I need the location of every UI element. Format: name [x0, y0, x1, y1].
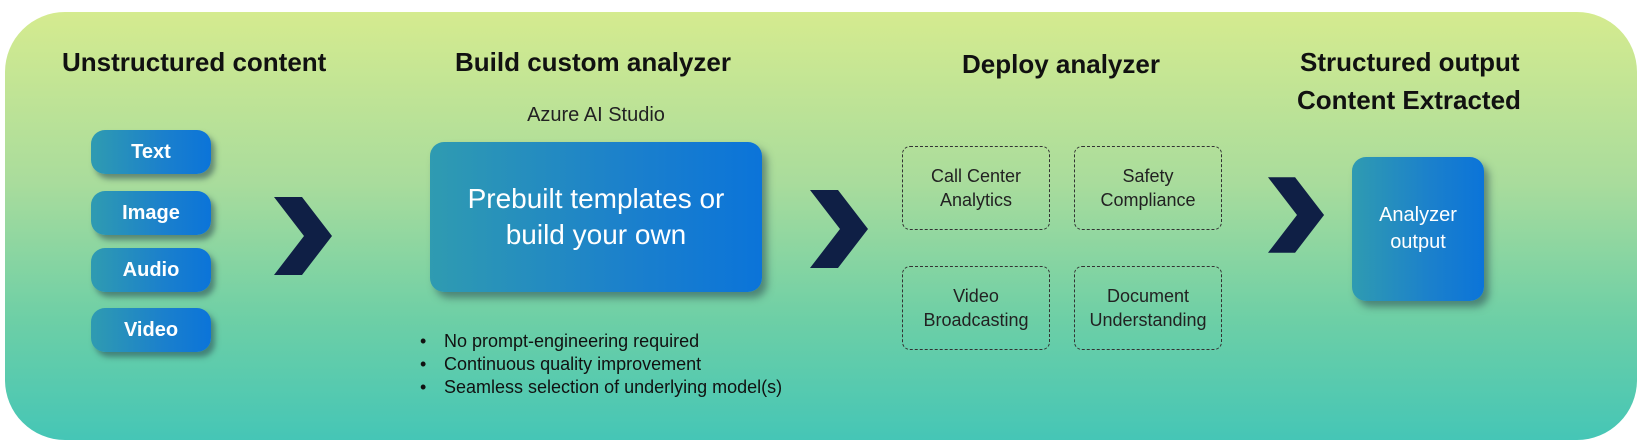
- input-pill-audio: Audio: [91, 248, 211, 292]
- heading-content-extracted: Content Extracted: [1297, 85, 1521, 115]
- azure-ai-studio-label: Azure AI Studio: [527, 104, 665, 126]
- heading-build-custom-analyzer: Build custom analyzer: [455, 47, 731, 77]
- chevron-right-icon: [1268, 177, 1325, 253]
- build-benefits-list: No prompt-engineering required Continuou…: [418, 330, 782, 399]
- heading-deploy-analyzer: Deploy analyzer: [962, 49, 1160, 79]
- deploy-item-line2: Analytics: [939, 190, 1012, 210]
- input-pill-image: Image: [91, 191, 211, 235]
- deploy-item-line2: Broadcasting: [923, 310, 1029, 330]
- list-item: Continuous quality improvement: [418, 353, 782, 376]
- deploy-item-call-center: Call Center Analytics: [902, 146, 1050, 230]
- analyzer-output-line2: output: [1390, 231, 1446, 253]
- deploy-item-line1: Video: [953, 286, 999, 306]
- chevron-right-icon: [274, 197, 332, 275]
- prebuilt-templates-line2: build your own: [505, 219, 687, 250]
- input-pill-video: Video: [91, 308, 211, 352]
- deploy-item-line2: Understanding: [1089, 310, 1207, 330]
- deploy-item-line1: Safety: [1122, 166, 1174, 186]
- heading-structured-output: Structured output: [1300, 47, 1520, 77]
- deploy-item-line1: Call Center: [930, 166, 1022, 186]
- prebuilt-templates-box: Prebuilt templates or build your own: [430, 142, 762, 292]
- list-item: Seamless selection of underlying model(s…: [418, 376, 782, 399]
- deploy-item-document-understanding: Document Understanding: [1074, 266, 1222, 350]
- prebuilt-templates-line1: Prebuilt templates or: [467, 183, 725, 214]
- input-pill-text: Text: [91, 130, 211, 174]
- analyzer-output-line1: Analyzer: [1379, 204, 1457, 226]
- deploy-item-safety-compliance: Safety Compliance: [1074, 146, 1222, 230]
- analyzer-output-box: Analyzer output: [1352, 157, 1484, 301]
- deploy-item-line1: Document: [1106, 286, 1190, 306]
- deploy-item-line2: Compliance: [1100, 190, 1196, 210]
- list-item: No prompt-engineering required: [418, 330, 782, 353]
- heading-unstructured-content: Unstructured content: [62, 47, 327, 77]
- deploy-item-video-broadcasting: Video Broadcasting: [902, 266, 1050, 350]
- chevron-right-icon: [810, 190, 868, 268]
